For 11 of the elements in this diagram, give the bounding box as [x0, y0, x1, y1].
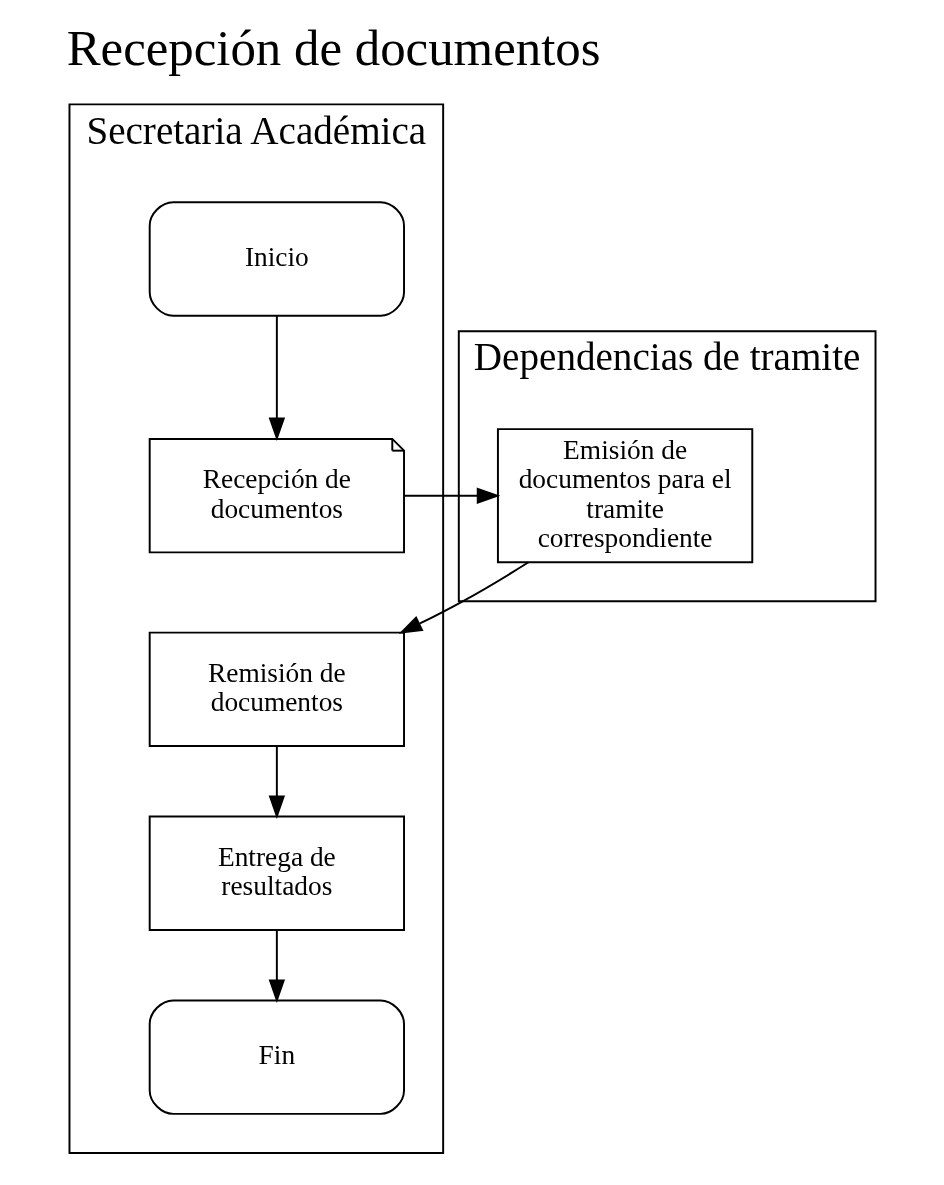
- arrow: [402, 487, 500, 504]
- node-box: Emisión de documentos para el tramite correspondiente: [496, 428, 753, 564]
- node-box: Entrega de resultados: [148, 815, 405, 931]
- arrow: [268, 929, 285, 1003]
- node-box: Inicio: [148, 201, 405, 317]
- node-box: Remisión de documentos: [148, 631, 405, 748]
- node-box: Fin: [148, 999, 405, 1115]
- arrow: [268, 315, 285, 442]
- diagram-title: Recepción de documentos: [66, 19, 601, 76]
- arrow: [268, 745, 285, 819]
- arrow: [398, 561, 529, 634]
